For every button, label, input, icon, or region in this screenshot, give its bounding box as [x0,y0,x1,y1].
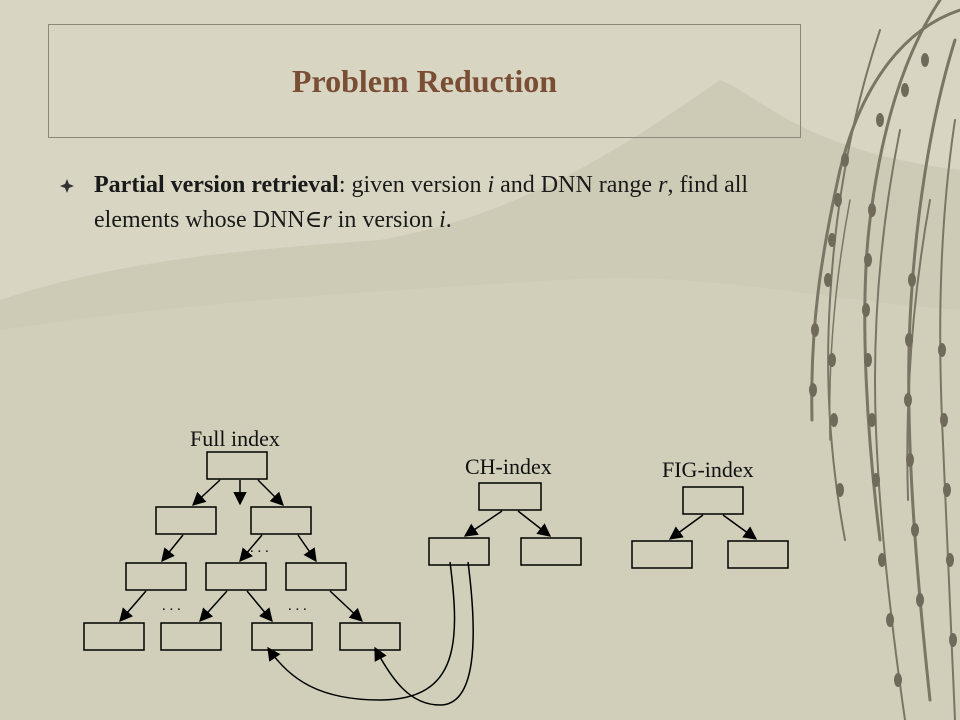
bullet-var-i: i [439,207,446,233]
ch-index-node [428,537,490,566]
tree-edge [329,590,363,622]
fig-index-root-node [682,486,744,515]
tree-edge [722,514,758,540]
bullet-text-part: given version [345,172,488,198]
bullet-term: Partial version retrieval [94,172,339,198]
ch-index-tree [267,482,582,706]
tree-edge [192,479,221,506]
pointer-arrow [374,561,474,706]
tree-edge [297,534,317,563]
ellipsis: . . . [288,598,307,614]
ch-index-node [520,537,582,566]
ellipsis: . . . [162,598,181,614]
bullet-text-part: and DNN range [494,172,659,198]
ch-index-root-node [478,482,542,511]
full-index-label: Full index [190,426,280,451]
full-index-node [250,506,312,535]
full-index-leaf-node [339,622,401,651]
tree-edge [239,534,263,563]
tree-edge [463,510,503,537]
bullet-text-part: . [445,207,452,233]
tree-edge [517,510,552,537]
tree-edge [199,590,228,623]
ch-index-label: CH-index [465,454,552,479]
bullet-var-r: r [322,207,332,233]
bullet-var-i: i [487,172,495,198]
fig-index-node [631,540,693,569]
full-index-leaf-node [160,622,222,651]
full-index-node [125,562,187,591]
full-index-leaf-node [83,622,145,651]
tree-edge [668,514,704,540]
full-index-node [285,562,347,591]
fig-index-label: FIG-index [662,457,754,482]
element-of-symbol: ∈ [304,207,323,233]
tree-edge [257,479,284,506]
tree-edge [161,534,184,563]
full-index-leaf-node [251,622,313,651]
bullet-var-r: r [658,172,668,198]
bullet-text-part: , find all elements whose DNN [94,172,749,233]
bullet-text: Partial version retrieval: given version… [94,168,800,238]
diamond-bullet-icon [60,179,74,193]
fig-index-tree [631,486,789,569]
title-box: Problem Reduction [48,24,801,138]
mountain-shadow [0,277,960,720]
full-index-node [205,562,267,591]
tree-edge [119,590,147,623]
willow-leaves [809,53,957,687]
bullet-item: Partial version retrieval: given version… [60,168,800,238]
full-index-root-node [206,451,268,480]
slide-title: Problem Reduction [291,62,558,99]
ellipsis: . . . [250,540,269,556]
pointer-arrow [267,561,456,701]
full-index-node [155,506,217,535]
bullet-separator: : [338,172,346,198]
tree-edge [246,590,273,623]
full-index-tree [83,451,401,651]
fig-index-node [727,540,789,569]
bullet-text-part: in version [331,207,440,233]
